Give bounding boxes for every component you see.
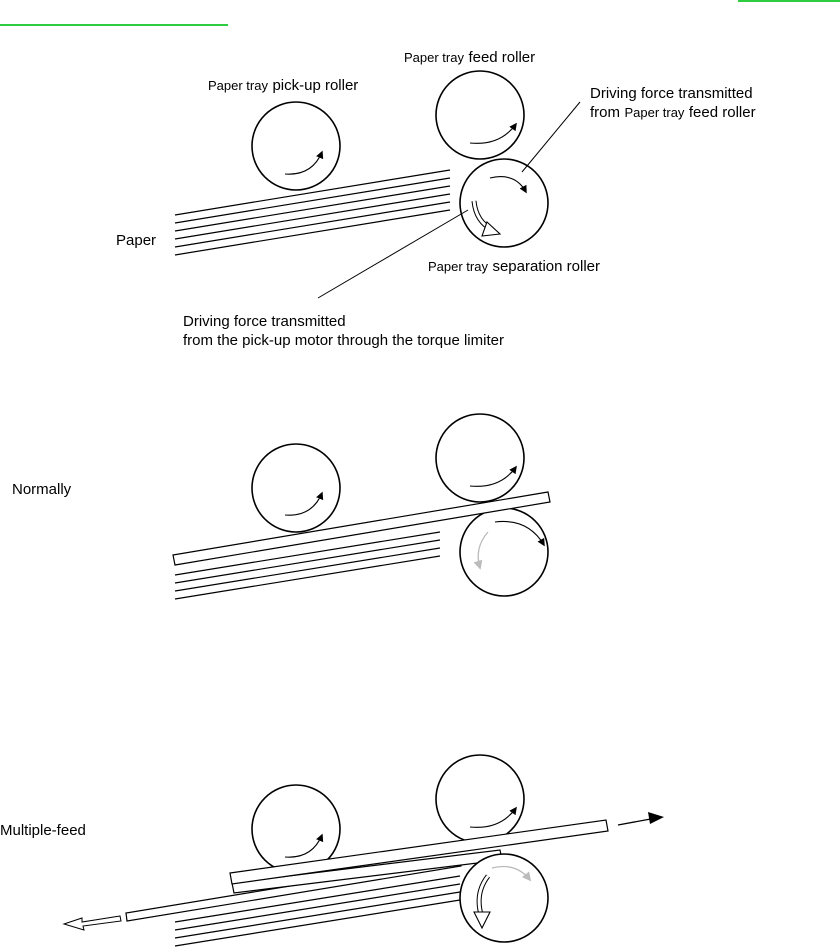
diagram-2-slipping-arrow bbox=[473, 531, 489, 570]
label-pickup-roller: Paper tray pick-up roller bbox=[208, 77, 358, 94]
diagram-2-normal-feed: Normally bbox=[12, 413, 551, 600]
diagram-2-fed-sheet bbox=[172, 491, 551, 566]
diagram-3-paper-stack bbox=[174, 875, 461, 947]
diagram-3-pickup-roller bbox=[251, 784, 341, 874]
diagram-2-separation-roller bbox=[459, 507, 549, 597]
diagram-1-feed-roller bbox=[435, 70, 525, 160]
label-normally: Normally bbox=[12, 481, 72, 498]
diagram-2-feed-roller bbox=[435, 413, 525, 503]
header-rule-right bbox=[738, 0, 840, 2]
label-paper: Paper bbox=[116, 232, 156, 249]
diagram-3-return-arrow bbox=[62, 915, 122, 931]
label-separation-roller: Paper tray separation roller bbox=[428, 258, 600, 275]
diagram-3-feed-direction-arrow bbox=[617, 812, 664, 826]
diagram-3-multiple-feed: Multiple-feed bbox=[0, 754, 664, 947]
header-rule-left bbox=[0, 24, 228, 26]
diagram-2-pickup-roller bbox=[251, 443, 341, 533]
diagram-2-paper-stack bbox=[174, 531, 441, 600]
diagram-3-separation-roller bbox=[459, 853, 549, 943]
label-feed-force-line1: Driving force transmitted bbox=[590, 85, 753, 102]
label-multiple-feed: Multiple-feed bbox=[0, 822, 86, 839]
label-feed-force-line2: from Paper tray feed roller bbox=[590, 104, 756, 121]
diagram-1-pickup-roller bbox=[251, 101, 341, 191]
diagram-3-forward-arrow-gray bbox=[491, 865, 532, 882]
diagram-3-feed-roller bbox=[435, 754, 525, 844]
label-feed-roller: Paper tray feed roller bbox=[404, 49, 535, 66]
label-motor-force-line1: Driving force transmitted bbox=[183, 313, 346, 330]
diagram-1-leader-lines bbox=[317, 101, 581, 299]
label-motor-force-line2: from the pick-up motor through the torqu… bbox=[183, 332, 504, 349]
diagram-1-paper-stack bbox=[174, 169, 451, 256]
diagram-3-top-sheet bbox=[229, 819, 609, 885]
diagram-1-separation-roller bbox=[459, 158, 549, 248]
diagram-1-overview: Paper tray pick-up roller Paper tray fee… bbox=[116, 49, 756, 349]
